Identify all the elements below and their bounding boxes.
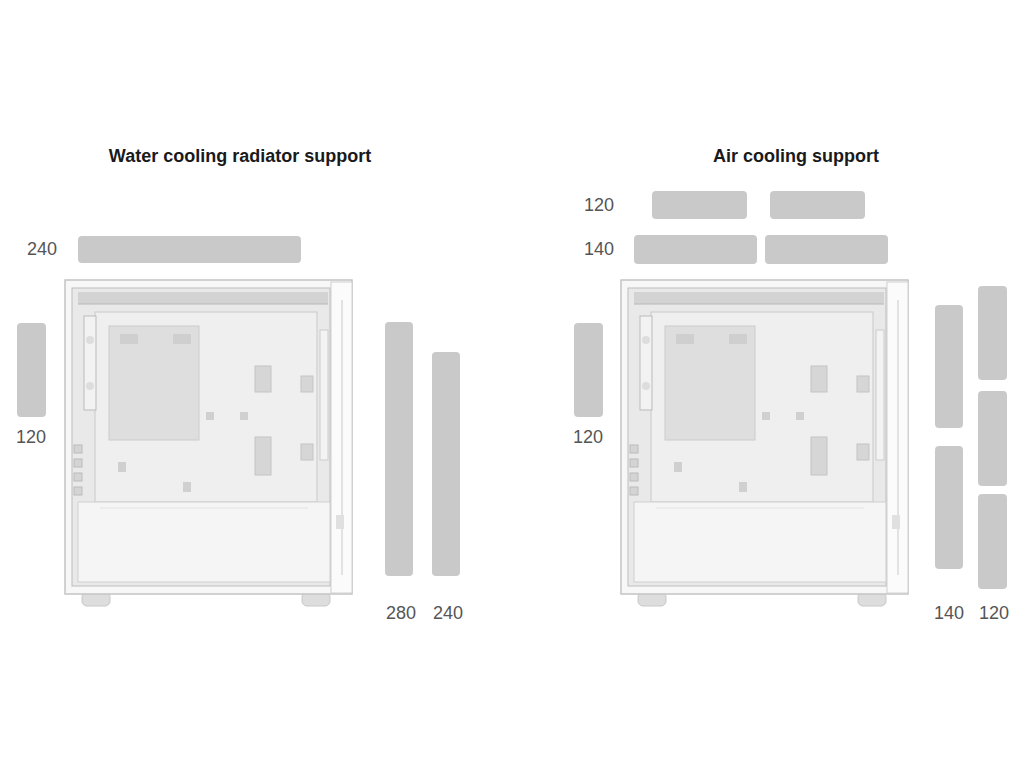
fan-slot [634, 235, 757, 264]
size-label: 120 [979, 604, 1009, 624]
water-cooling-panel [17, 236, 460, 606]
fan-slot [978, 286, 1007, 380]
size-label: 280 [386, 604, 416, 624]
size-label: 140 [934, 604, 964, 624]
size-label: 120 [573, 428, 603, 448]
radiator-slot [432, 352, 460, 576]
size-label: 140 [584, 240, 614, 260]
fan-slot [935, 446, 963, 569]
size-label: 120 [16, 428, 46, 448]
section-heading: Air cooling support [713, 147, 879, 167]
fan-slot [765, 235, 888, 264]
case-illustration [621, 280, 908, 606]
size-label: 120 [584, 196, 614, 216]
section-heading: Water cooling radiator support [109, 147, 371, 167]
fan-slot [978, 494, 1007, 589]
radiator-slot [17, 323, 46, 417]
air-cooling-panel [574, 191, 1007, 606]
radiator-slot [78, 236, 301, 263]
fan-slot [935, 305, 963, 428]
radiator-slot [385, 322, 413, 576]
size-label: 240 [27, 240, 57, 260]
fan-slot [574, 323, 603, 417]
fan-slot [652, 191, 747, 219]
size-label: 240 [433, 604, 463, 624]
fan-slot [978, 391, 1007, 486]
fan-slot [770, 191, 865, 219]
case-illustration [65, 280, 352, 606]
